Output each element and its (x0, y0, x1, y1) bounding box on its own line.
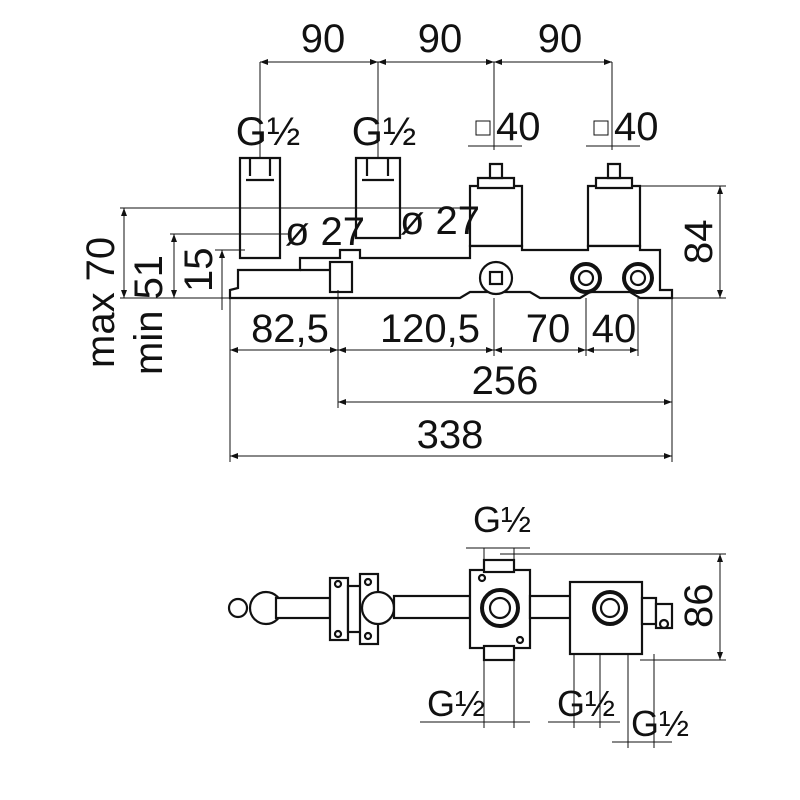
height-15-label: 15 (177, 248, 221, 293)
diameter-label-2: ø 27 (400, 199, 480, 243)
outlet-ring-left (570, 262, 602, 294)
height-min-label: min 51 (127, 255, 171, 375)
bottom-length-dimensions (229, 290, 673, 462)
bottom-thread-label-3: G½ (631, 703, 689, 744)
diameter-label-1: ø 27 (285, 210, 365, 254)
top-body (333, 558, 674, 662)
top-spacing-dimensions: 90 90 90 (259, 17, 613, 160)
height-84-label: 84 (677, 220, 721, 265)
length-40-label: 40 (592, 307, 637, 351)
diverter-lever (227, 576, 364, 642)
cartridge-bodies (468, 162, 642, 248)
front-view: 90 90 90 G½ G½ 40 40 (79, 17, 726, 462)
length-256-label: 256 (472, 359, 539, 403)
top-view: G½ 86 (227, 499, 726, 748)
spacing-label-2: 90 (418, 17, 463, 61)
bottom-thread-dimensions (420, 654, 672, 748)
square-size-1: 40 (496, 105, 541, 149)
inlet-thread-mid: G½ (352, 110, 416, 154)
length-82-5-label: 82,5 (251, 307, 329, 351)
top-thread-label: G½ (473, 499, 531, 540)
length-70-label: 70 (526, 307, 571, 351)
outlet-ring-right (622, 262, 654, 294)
length-120-5-label: 120,5 (380, 307, 480, 351)
mixer-body (228, 244, 674, 300)
square-icon (593, 120, 609, 136)
spacing-label-3: 90 (538, 17, 583, 61)
right-height-dimension (640, 185, 726, 299)
depth-86-label: 86 (677, 584, 721, 629)
left-height-dimensions (120, 207, 470, 310)
inlet-pipes (238, 156, 402, 260)
square-size-2: 40 (614, 105, 659, 149)
spacing-label-1: 90 (301, 17, 346, 61)
height-max-label: max 70 (79, 237, 123, 368)
inlet-thread-left: G½ (236, 110, 300, 154)
square-icon (475, 120, 491, 136)
length-338-label: 338 (417, 413, 484, 457)
bottom-thread-label-2: G½ (557, 683, 615, 724)
bottom-thread-label-1: G½ (427, 683, 485, 724)
